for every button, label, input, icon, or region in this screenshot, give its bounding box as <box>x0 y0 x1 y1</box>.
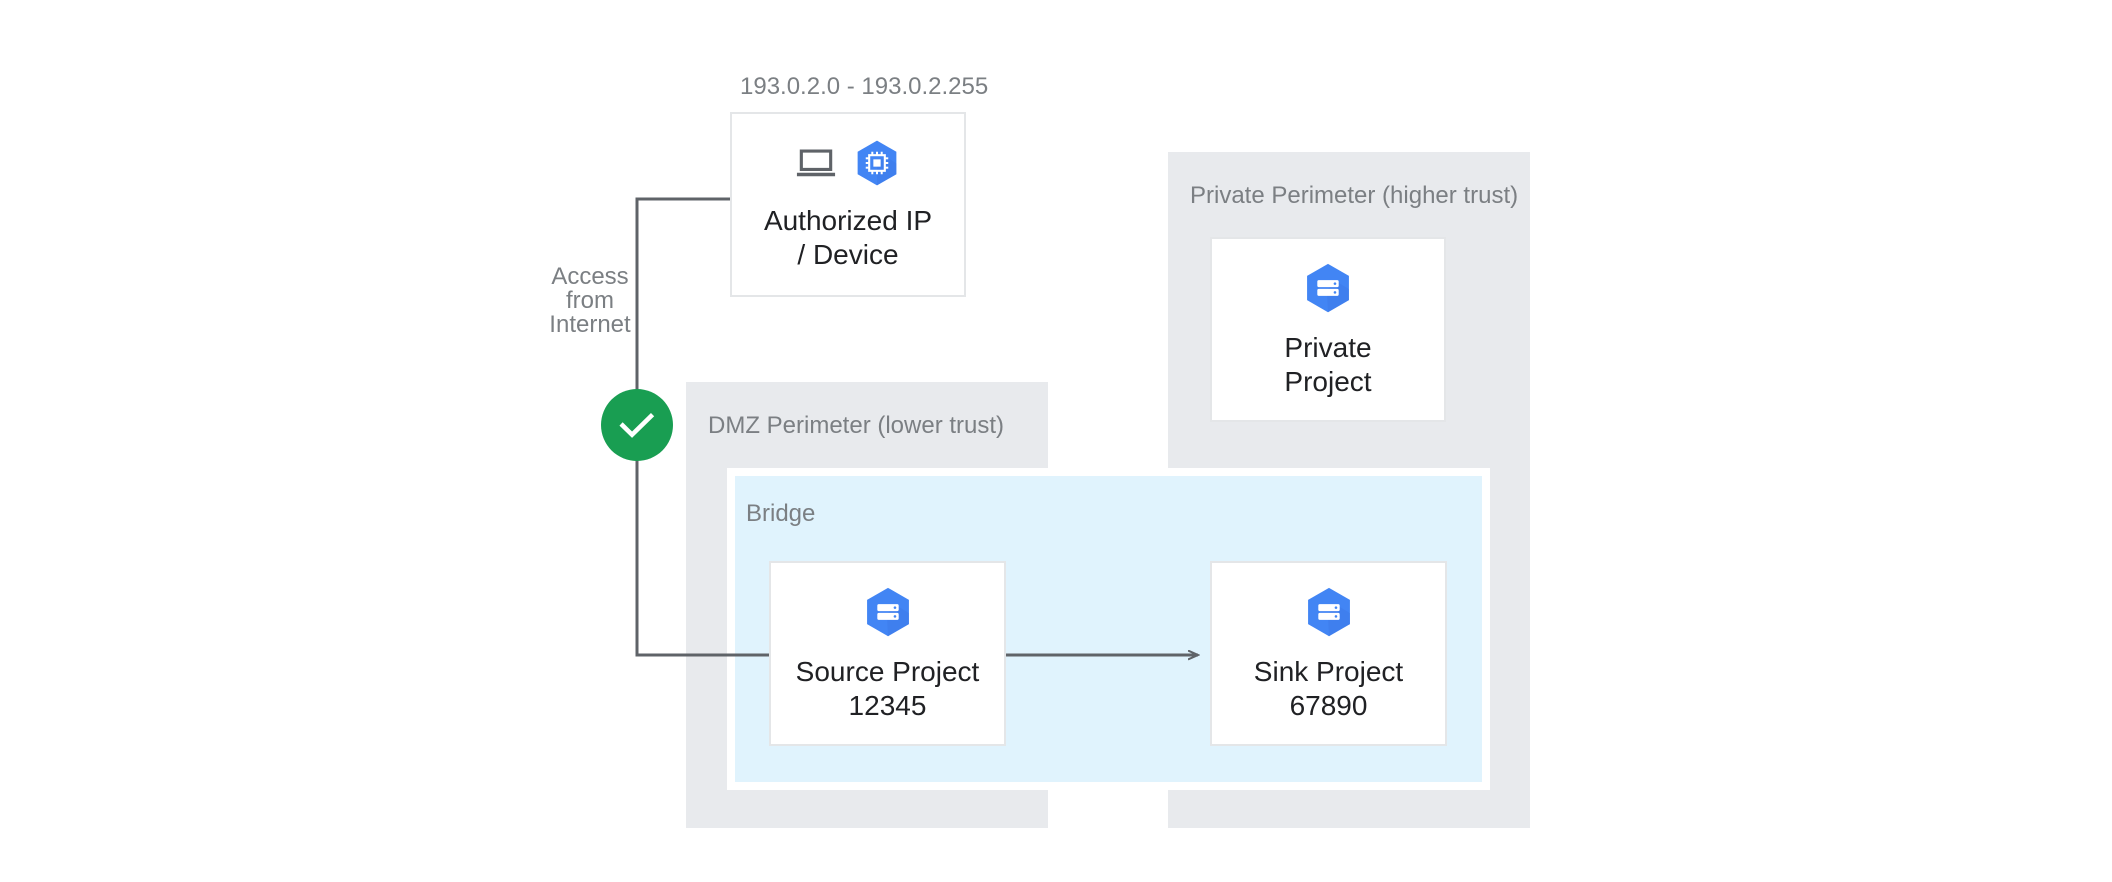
access-line-3: Internet <box>549 311 631 338</box>
node-sink-project-label: Sink Project 67890 <box>1253 655 1404 721</box>
node-authorized-icons <box>794 138 902 188</box>
compute-chip-hex-icon <box>857 140 897 185</box>
ip-range-label: 193.0.2.0 - 193.0.2.255 <box>740 73 989 100</box>
node-private-project-icons <box>1301 261 1355 315</box>
access-line-1: Access <box>551 263 629 290</box>
node-private-project-label: Private Project <box>1284 331 1372 397</box>
node-authorized-label: Authorized IP / Device <box>763 204 933 270</box>
perimeter-dmz-title: DMZ Perimeter (lower trust) <box>708 412 1005 439</box>
node-sink-project-icons <box>1302 585 1356 639</box>
check-icon <box>619 412 655 438</box>
status-badge-allowed <box>601 389 673 461</box>
laptop-icon <box>796 149 836 176</box>
gcp-project-hex-icon <box>1307 263 1349 312</box>
node-sink-project[interactable]: Sink Project 67890 <box>1210 561 1447 746</box>
gcp-project-hex-icon <box>866 587 909 636</box>
node-private-project[interactable]: Private Project <box>1210 237 1446 422</box>
node-source-project-icons <box>861 585 915 639</box>
access-from-internet-label: Access from Internet <box>540 265 640 337</box>
perimeter-private-title: Private Perimeter (higher trust) <box>1190 182 1519 209</box>
gcp-project-hex-icon <box>1307 587 1350 636</box>
node-source-project[interactable]: Source Project 12345 <box>769 561 1006 746</box>
node-source-project-label: Source Project 12345 <box>795 655 980 721</box>
node-authorized-ip-device[interactable]: Authorized IP / Device <box>730 112 966 297</box>
access-line-2: from <box>566 287 614 314</box>
bridge-title: Bridge <box>746 500 816 527</box>
